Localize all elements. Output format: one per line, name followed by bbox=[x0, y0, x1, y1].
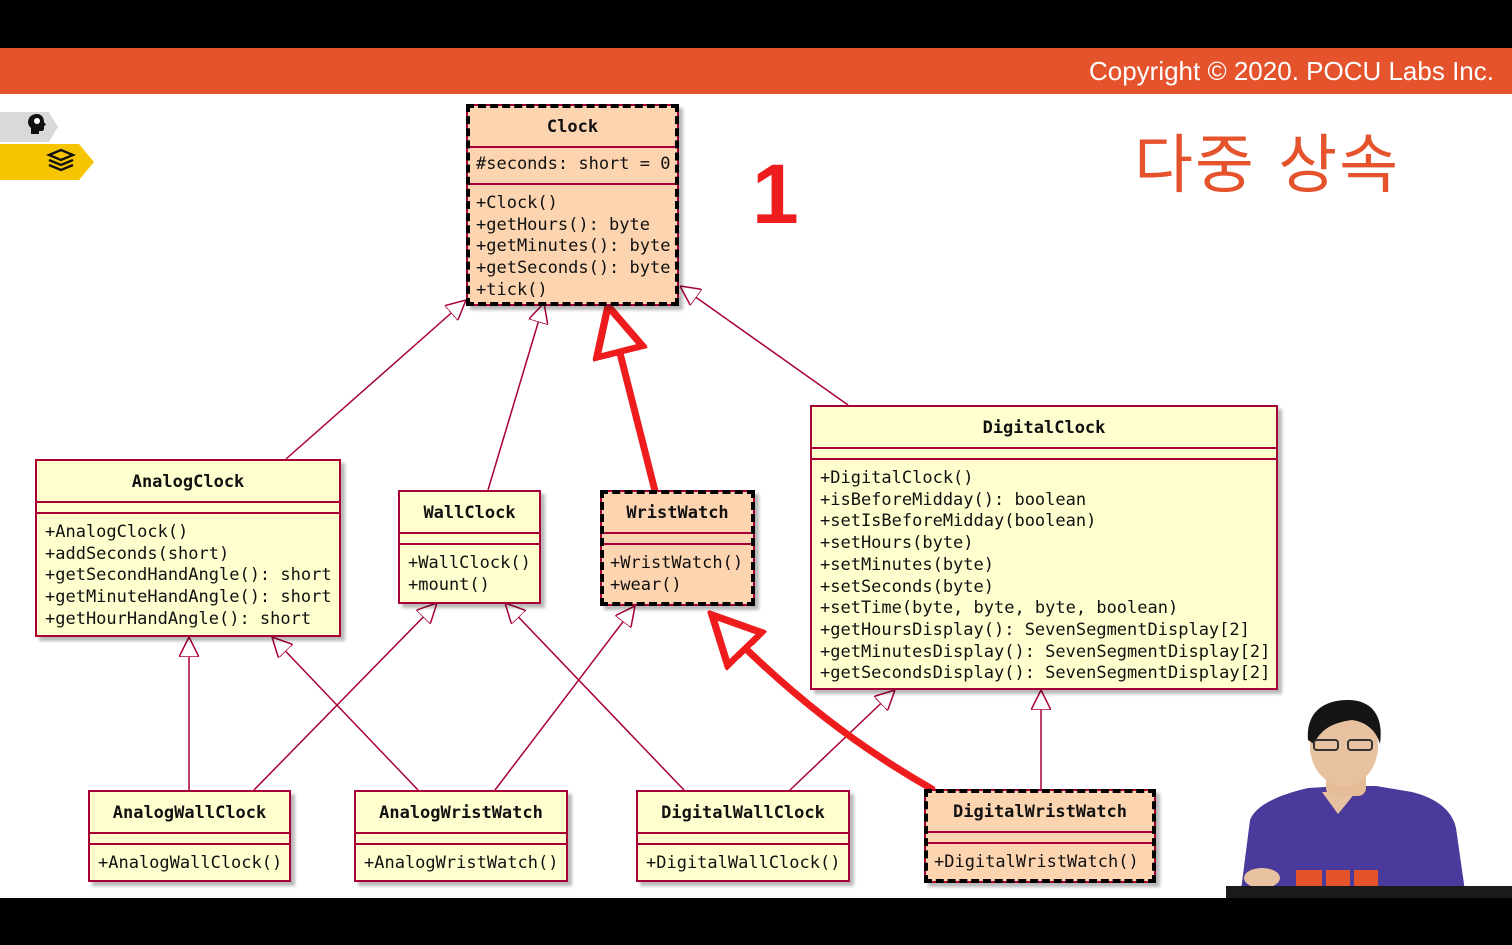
class-name: WallClock bbox=[423, 503, 516, 523]
method-row: +wear() bbox=[610, 574, 682, 595]
method-row: +AnalogWallClock() bbox=[98, 853, 283, 873]
inheritance-diagram bbox=[0, 48, 1512, 793]
method-row: +isBeforeMidday(): boolean bbox=[820, 489, 1087, 510]
method-row: +setMinutes(byte) bbox=[820, 554, 994, 575]
class-name: WristWatch bbox=[626, 503, 729, 523]
method-row: +DigitalClock() bbox=[820, 468, 974, 488]
class-attributes bbox=[356, 832, 566, 843]
brain-head-icon bbox=[26, 112, 48, 142]
class-methods: +AnalogClock() +addSeconds(short) +getSe… bbox=[37, 512, 339, 637]
class-name: DigitalClock bbox=[982, 418, 1106, 438]
edge-wallclock-clock bbox=[487, 303, 544, 491]
method-row: +DigitalWristWatch() bbox=[934, 852, 1139, 872]
class-digital-wall-clock: DigitalWallClock +DigitalWallClock() bbox=[636, 790, 850, 882]
highlight-edge-digitalwristwatch-wristwatch bbox=[712, 615, 936, 793]
slide-title: 다중 상속 bbox=[1134, 129, 1400, 203]
edge-analogclock-clock bbox=[285, 300, 466, 460]
edge-digitalwallclock-digitalclock bbox=[789, 690, 895, 791]
class-methods: +WallClock() +mount() bbox=[400, 543, 539, 602]
method-row: +getMinutesDisplay(): SevenSegmentDispla… bbox=[820, 641, 1271, 662]
method-row: +setSeconds(byte) bbox=[820, 576, 994, 597]
class-attributes bbox=[638, 832, 848, 843]
class-analog-wall-clock: AnalogWallClock +AnalogWallClock() bbox=[88, 790, 291, 882]
class-attributes: #seconds: short = 0 bbox=[468, 146, 677, 180]
class-analog-wrist-watch: AnalogWristWatch +AnalogWristWatch() bbox=[354, 790, 568, 882]
method-row: +getHourHandAngle(): short bbox=[45, 608, 312, 629]
class-attributes bbox=[400, 532, 539, 543]
method-row: +WristWatch() bbox=[610, 553, 744, 573]
method-row: +getHoursDisplay(): SevenSegmentDisplay[… bbox=[820, 619, 1250, 640]
copyright-text: Copyright © 2020. POCU Labs Inc. bbox=[1088, 56, 1494, 86]
method-row: +Clock() bbox=[476, 193, 558, 213]
class-methods: +DigitalWallClock() bbox=[638, 843, 848, 881]
class-methods: +DigitalClock() +isBeforeMidday(): boole… bbox=[812, 458, 1276, 691]
method-row: +getMinuteHandAngle(): short bbox=[45, 587, 332, 608]
class-name: AnalogWristWatch bbox=[379, 803, 543, 823]
edge-digitalwallclock-wallclock bbox=[505, 603, 685, 791]
highlight-edge-wristwatch-clock bbox=[608, 306, 659, 495]
method-row: +tick() bbox=[476, 279, 548, 300]
class-name: Clock bbox=[546, 117, 599, 137]
class-methods: +WristWatch() +wear() bbox=[602, 543, 753, 602]
method-row: +DigitalWallClock() bbox=[646, 853, 841, 873]
class-name: AnalogWallClock bbox=[112, 803, 267, 823]
method-row: +getSecondsDisplay(): SevenSegmentDispla… bbox=[820, 663, 1271, 684]
method-row: +getSecondHandAngle(): short bbox=[45, 565, 332, 586]
class-name: DigitalWallClock bbox=[661, 803, 825, 823]
header-bar: Copyright © 2020. POCU Labs Inc. bbox=[0, 48, 1512, 94]
presenter-video-overlay bbox=[1226, 700, 1512, 898]
edge-analogwallclock-wallclock bbox=[253, 603, 437, 791]
class-wall-clock: WallClock +WallClock() +mount() bbox=[398, 490, 541, 604]
method-row: +AnalogWristWatch() bbox=[364, 853, 559, 873]
step-number-annotation: 1 bbox=[752, 147, 799, 241]
method-row: +setHours(byte) bbox=[820, 533, 974, 554]
method-row: +AnalogClock() bbox=[45, 522, 189, 542]
edge-analogwristwatch-analogclock bbox=[272, 637, 419, 791]
edge-analogwristwatch-wristwatch bbox=[494, 606, 635, 791]
method-row: +setTime(byte, byte, byte, boolean) bbox=[820, 598, 1179, 619]
class-methods: +AnalogWallClock() bbox=[90, 843, 289, 881]
method-row: +WallClock() bbox=[408, 553, 531, 573]
edge-digitalclock-clock bbox=[680, 286, 849, 406]
stacked-books-icon bbox=[45, 147, 77, 180]
class-name: DigitalWristWatch bbox=[953, 802, 1127, 822]
class-methods: +Clock() +getHours(): byte +getMinutes()… bbox=[468, 183, 677, 308]
highlighted-edges bbox=[608, 306, 936, 793]
class-analog-clock: AnalogClock +AnalogClock() +addSeconds(s… bbox=[35, 459, 341, 637]
class-wrist-watch: WristWatch +WristWatch() +wear() bbox=[600, 490, 755, 606]
slide: Copyright © 2020. POCU Labs Inc. 다중 상속 1 bbox=[0, 48, 1512, 898]
method-row: +addSeconds(short) bbox=[45, 543, 230, 564]
class-attributes bbox=[602, 532, 753, 543]
method-row: +getHours(): byte bbox=[476, 214, 650, 235]
sidebar-tab-books[interactable] bbox=[0, 144, 94, 180]
class-attributes bbox=[926, 831, 1154, 842]
class-methods: +DigitalWristWatch() bbox=[926, 842, 1154, 880]
method-row: +mount() bbox=[408, 574, 490, 595]
method-row: +getSeconds(): byte bbox=[476, 258, 671, 279]
class-digital-clock: DigitalClock +DigitalClock() +isBeforeMi… bbox=[810, 405, 1278, 690]
class-methods: +AnalogWristWatch() bbox=[356, 843, 566, 881]
method-row: +setIsBeforeMidday(boolean) bbox=[820, 511, 1097, 532]
class-digital-wrist-watch: DigitalWristWatch +DigitalWristWatch() bbox=[924, 789, 1156, 883]
class-attributes bbox=[90, 832, 289, 843]
class-attributes bbox=[37, 501, 339, 512]
sidebar-tab-brain[interactable] bbox=[0, 112, 58, 142]
class-attributes bbox=[812, 447, 1276, 458]
class-name: AnalogClock bbox=[131, 472, 245, 492]
attribute-row: #seconds: short = 0 bbox=[476, 154, 671, 174]
class-clock: Clock #seconds: short = 0 +Clock() +getH… bbox=[466, 104, 679, 306]
method-row: +getMinutes(): byte bbox=[476, 236, 671, 257]
